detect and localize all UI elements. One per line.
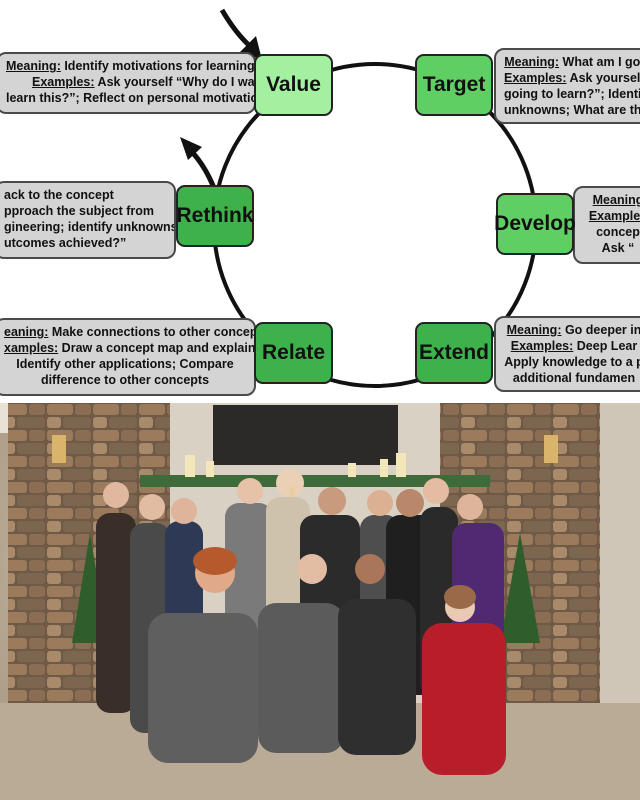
extend-description: Meaning: Go deeper in Examples: Deep Lea… xyxy=(494,316,640,392)
value-line3: learn this?”; Reflect on personal motiva… xyxy=(6,91,256,105)
develop-line3: concep xyxy=(596,225,640,239)
relate-examples: Draw a concept map and explain; xyxy=(58,341,256,355)
develop-examples-key: Examples xyxy=(588,209,640,223)
target-examples-key: Examples: xyxy=(504,71,567,85)
node-target: Target xyxy=(415,54,493,116)
christmas-tree-right xyxy=(500,533,540,643)
rethink-line1: ack to the concept xyxy=(4,188,114,202)
node-relate: Relate xyxy=(254,322,333,384)
extend-meaning-key: Meaning: xyxy=(506,323,562,337)
target-examples: Ask yourself xyxy=(566,71,640,85)
node-value: Value xyxy=(254,54,333,116)
relate-meaning-key: eaning: xyxy=(4,325,49,339)
develop-description: Meaning Examples concep Ask “ xyxy=(573,186,640,264)
rethink-line3: gineering; identify unknowns; xyxy=(4,220,176,234)
extend-line3: Apply knowledge to a p xyxy=(504,355,640,369)
group-photo-illustration xyxy=(0,403,640,800)
target-meaning: What am I goi xyxy=(559,55,640,69)
relate-line3: Identify other applications; Compare xyxy=(16,357,234,371)
target-description: Meaning: What am I goi Examples: Ask you… xyxy=(494,48,640,124)
target-line3: going to learn?”; Identif xyxy=(504,87,640,101)
group-people xyxy=(96,469,506,775)
rethink-description: ack to the concept pproach the subject f… xyxy=(0,181,176,259)
value-description: Meaning: Identify motivations for learni… xyxy=(0,52,256,114)
learning-cycle-diagram: Meaning: Identify motivations for learni… xyxy=(0,8,640,396)
relate-meaning: Make connections to other concepts xyxy=(48,325,256,339)
value-examples: Ask yourself “Why do I want xyxy=(94,75,256,89)
rethink-line4: utcomes achieved?” xyxy=(4,236,127,250)
value-examples-key: Examples: xyxy=(32,75,95,89)
value-meaning-key: Meaning: xyxy=(6,59,61,73)
extend-meaning: Go deeper in xyxy=(561,323,640,337)
garland xyxy=(140,475,490,487)
node-develop: Develop xyxy=(494,193,576,255)
develop-meaning-key: Meaning xyxy=(592,193,640,207)
value-meaning: Identify motivations for learning. xyxy=(60,59,256,73)
wall-tv xyxy=(213,405,398,465)
rethink-line2: pproach the subject from xyxy=(4,204,155,218)
relate-line4: difference to other concepts xyxy=(40,373,210,387)
node-extend: Extend xyxy=(415,322,493,384)
node-rethink: Rethink xyxy=(176,185,254,247)
extend-examples: Deep Lear xyxy=(573,339,638,353)
rethink-arrow-shaft xyxy=(190,150,217,189)
extend-examples-key: Examples: xyxy=(510,339,574,353)
develop-line4: Ask “ xyxy=(601,241,635,255)
target-meaning-key: Meaning: xyxy=(504,55,560,69)
group-photo xyxy=(0,403,640,800)
entry-arrow-shaft xyxy=(219,8,254,50)
extend-line4: additional fundamen xyxy=(512,371,636,385)
target-line4: unknowns; What are tho xyxy=(504,103,640,117)
relate-examples-key: xamples: xyxy=(4,341,59,355)
relate-description: eaning: Make connections to other concep… xyxy=(0,318,256,396)
rethink-arrow-head xyxy=(180,137,202,160)
